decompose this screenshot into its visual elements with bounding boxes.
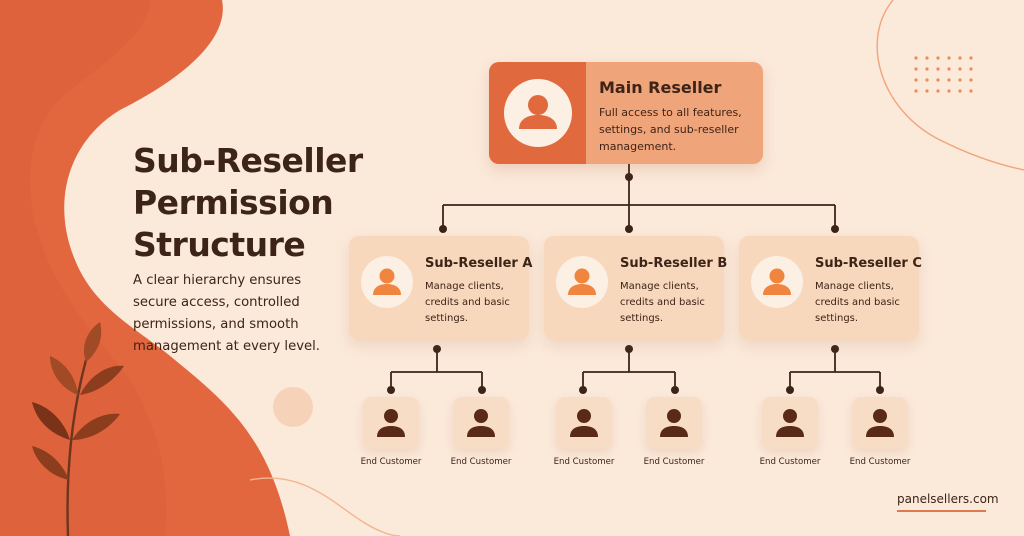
avatar [556,256,608,308]
description-line: settings. [425,313,469,324]
brand-underline [897,510,986,512]
left-orange-blob-shade [0,0,167,536]
top-right-arc [876,0,1024,171]
end-customer-box [646,397,702,449]
description-line: settings, and sub-reseller [599,123,739,136]
description-line: Manage clients, [425,281,504,292]
end-customer-box [762,397,818,449]
title-line: Permission [133,183,334,222]
sub-reseller-card-b: Sub-Reseller B Manage clients, credits a… [544,236,728,340]
main-reseller-card: Main Reseller Full access to all feature… [489,62,763,164]
title-line: Structure [133,225,306,264]
sub-reseller-description: Manage clients, credits and basic settin… [425,279,525,327]
description-line: Manage clients, [815,281,894,292]
sub-reseller-description: Manage clients, credits and basic settin… [815,279,915,327]
user-icon [519,95,557,129]
user-icon [467,409,495,437]
end-customer-label: End Customer [360,457,422,467]
sub-reseller-card-a: Sub-Reseller A Manage clients, credits a… [349,236,533,340]
bottom-curve-line [249,477,401,536]
end-customer-label: End Customer [643,457,705,467]
sub-reseller-title: Sub-Reseller B [620,256,728,271]
left-orange-blob [0,0,290,536]
main-reseller-description: Full access to all features, settings, a… [599,104,759,155]
description-line: permissions, and smooth [133,317,299,332]
description-line: management. [599,140,677,153]
end-customer-box [453,397,509,449]
user-icon [866,409,894,437]
description-line: credits and basic [425,297,510,308]
avatar [504,79,572,147]
user-icon [373,268,401,295]
end-customer-box [556,397,612,449]
dot-grid [914,56,973,93]
user-icon [568,268,596,295]
user-icon [377,409,405,437]
main-reseller-title: Main Reseller [599,78,722,97]
title-line: Sub-Reseller [133,141,363,180]
end-customer-label: End Customer [759,457,821,467]
end-customer-box [852,397,908,449]
user-icon [660,409,688,437]
user-icon [570,409,598,437]
description-line: credits and basic [815,297,900,308]
sub-reseller-card-c: Sub-Reseller C Manage clients, credits a… [739,236,922,340]
description-line: credits and basic [620,297,705,308]
user-icon [763,268,791,295]
end-customer-box [363,397,419,449]
page-description: A clear hierarchy ensures secure access,… [133,270,343,358]
description-line: A clear hierarchy ensures [133,273,302,288]
avatar [751,256,803,308]
brand-link[interactable]: panelsellers.com [897,492,999,506]
description-line: Manage clients, [620,281,699,292]
decor-circle [273,387,313,427]
sub-reseller-title: Sub-Reseller A [425,256,533,271]
description-line: settings. [815,313,859,324]
description-line: Full access to all features, [599,106,742,119]
leaf-branch-icon [32,322,124,536]
user-icon [776,409,804,437]
end-customer-label: End Customer [450,457,512,467]
sub-reseller-title: Sub-Reseller C [815,256,922,271]
end-customer-label: End Customer [849,457,911,467]
description-line: secure access, controlled [133,295,300,310]
end-customer-label: End Customer [553,457,615,467]
page-title: Sub-Reseller Permission Structure [133,140,373,266]
description-line: management at every level. [133,339,320,354]
description-line: settings. [620,313,664,324]
avatar [361,256,413,308]
sub-reseller-description: Manage clients, credits and basic settin… [620,279,720,327]
